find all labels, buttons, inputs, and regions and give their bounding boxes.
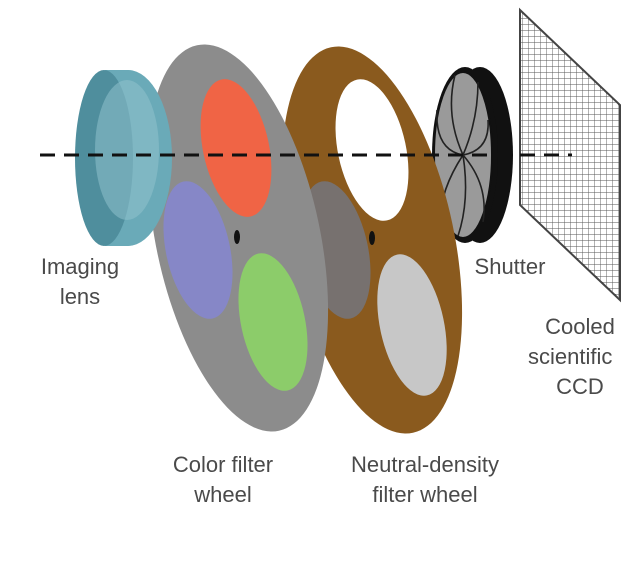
imaging-lens-label: Imaging lens: [40, 254, 120, 309]
nd-hub: [369, 231, 375, 245]
imaging-lens-icon: [75, 70, 172, 246]
nd-filter-wheel-label: Neutral-density filter wheel: [351, 452, 499, 507]
green-filter: [238, 253, 308, 391]
color-filter-wheel-label: Color filter wheel: [172, 452, 274, 507]
blue-filter: [163, 181, 233, 319]
color-filter-wheel: [147, 44, 329, 432]
color-wheel-hub: [234, 230, 240, 244]
red-filter: [200, 79, 272, 217]
ccd-label: Cooled scientific CCD: [528, 314, 615, 399]
nd-filter-wheel: [281, 46, 463, 434]
nd-light-filter: [377, 254, 447, 396]
nd-clear-aperture: [335, 79, 409, 221]
shutter-label: Shutter: [474, 254, 546, 279]
